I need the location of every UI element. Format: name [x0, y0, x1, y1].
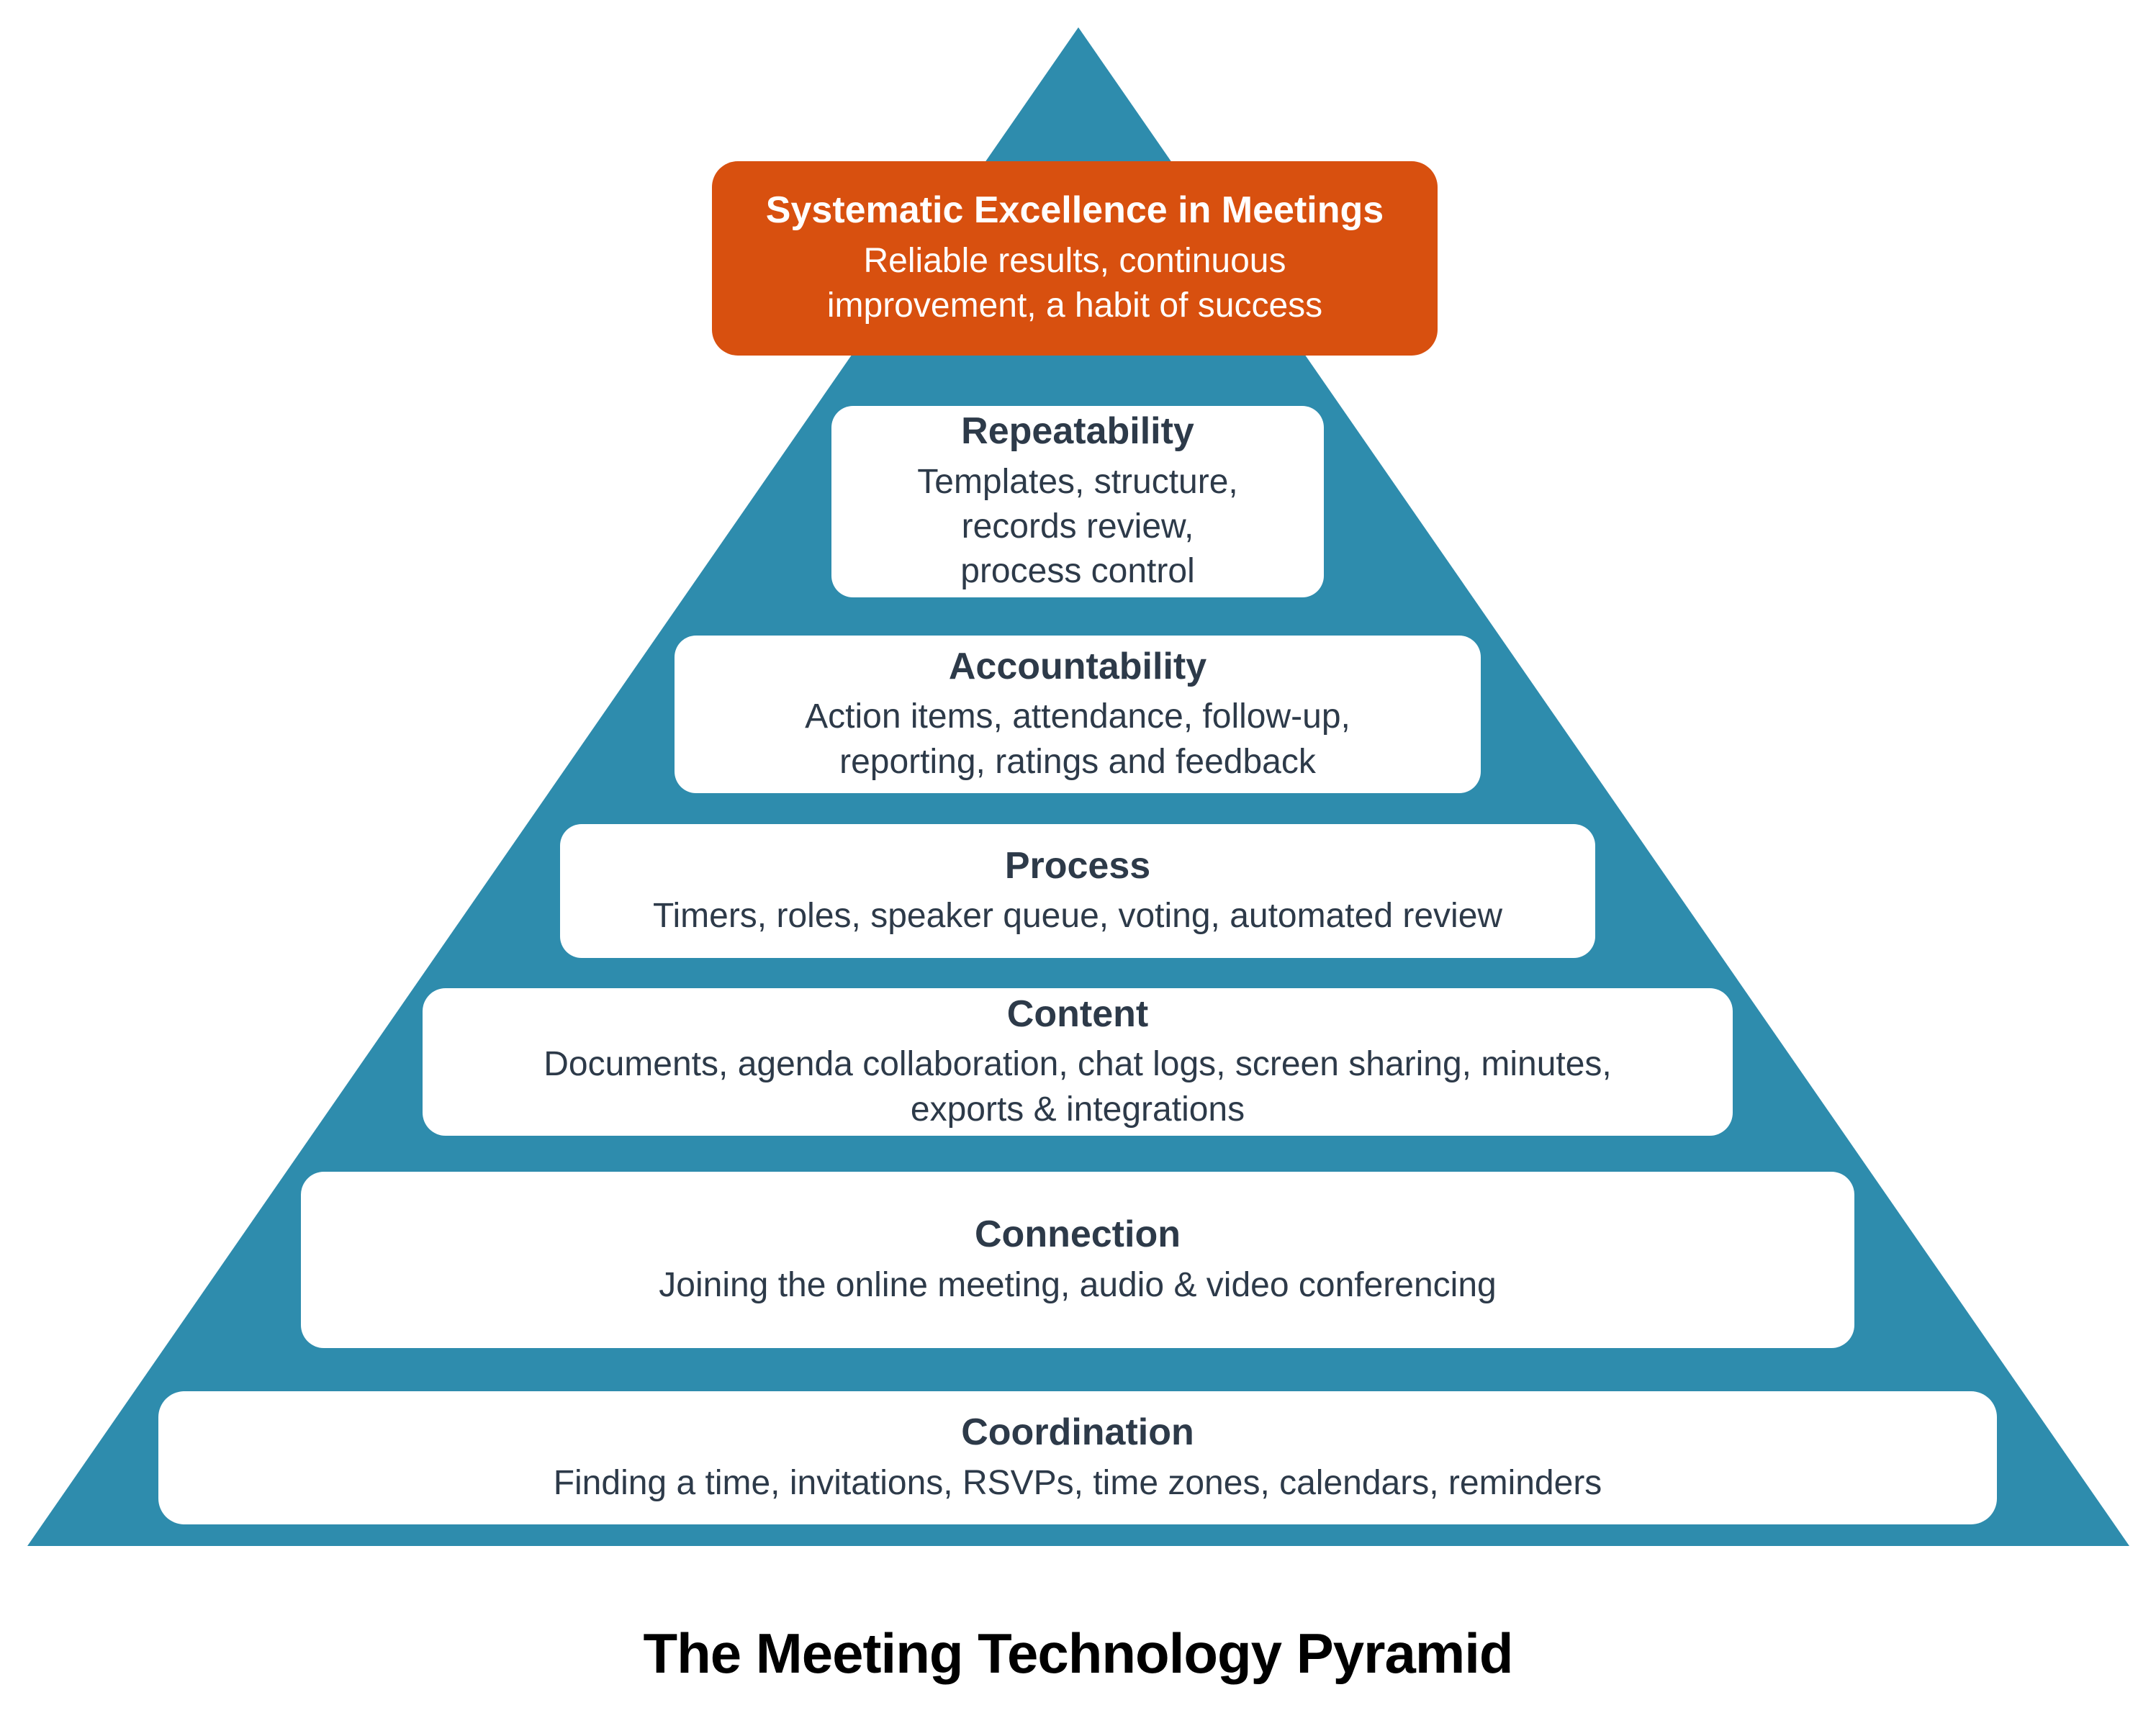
pyramid-level-connection: Connection Joining the online meeting, a… [301, 1172, 1854, 1348]
pyramid-level-accountability: Accountability Action items, attendance,… [675, 636, 1481, 793]
level-description: Action items, attendance, follow-up, rep… [805, 697, 1350, 781]
level-title: Content [1006, 993, 1149, 1035]
level-description: Finding a time, invitations, RSVPs, time… [553, 1463, 1602, 1502]
pyramid-peak-box-systematic-excellence: Systematic Excellence in Meetings Reliab… [712, 161, 1438, 356]
level-title: Accountability [948, 645, 1207, 687]
level-title: Coordination [961, 1411, 1194, 1454]
level-description: Templates, structure, records review, pr… [917, 462, 1238, 591]
diagram-caption: The Meeting Technology Pyramid [643, 1622, 1513, 1685]
level-title: Repeatability [961, 410, 1194, 453]
level-title: Process [1004, 844, 1151, 887]
pyramid-level-content: Content Documents, agenda collaboration,… [423, 988, 1733, 1136]
pyramid-level-repeatability: Repeatability Templates, structure, reco… [831, 406, 1324, 597]
pyramid-level-process: Process Timers, roles, speaker queue, vo… [560, 824, 1595, 958]
peak-title: Systematic Excellence in Meetings [765, 189, 1384, 232]
level-title: Connection [975, 1213, 1181, 1256]
level-description: Joining the online meeting, audio & vide… [659, 1265, 1497, 1304]
peak-description: Reliable results, continuous improvement… [826, 241, 1323, 325]
level-description: Documents, agenda collaboration, chat lo… [543, 1045, 1612, 1129]
pyramid-level-coordination: Coordination Finding a time, invitations… [158, 1391, 1997, 1524]
level-description: Timers, roles, speaker queue, voting, au… [652, 897, 1503, 935]
